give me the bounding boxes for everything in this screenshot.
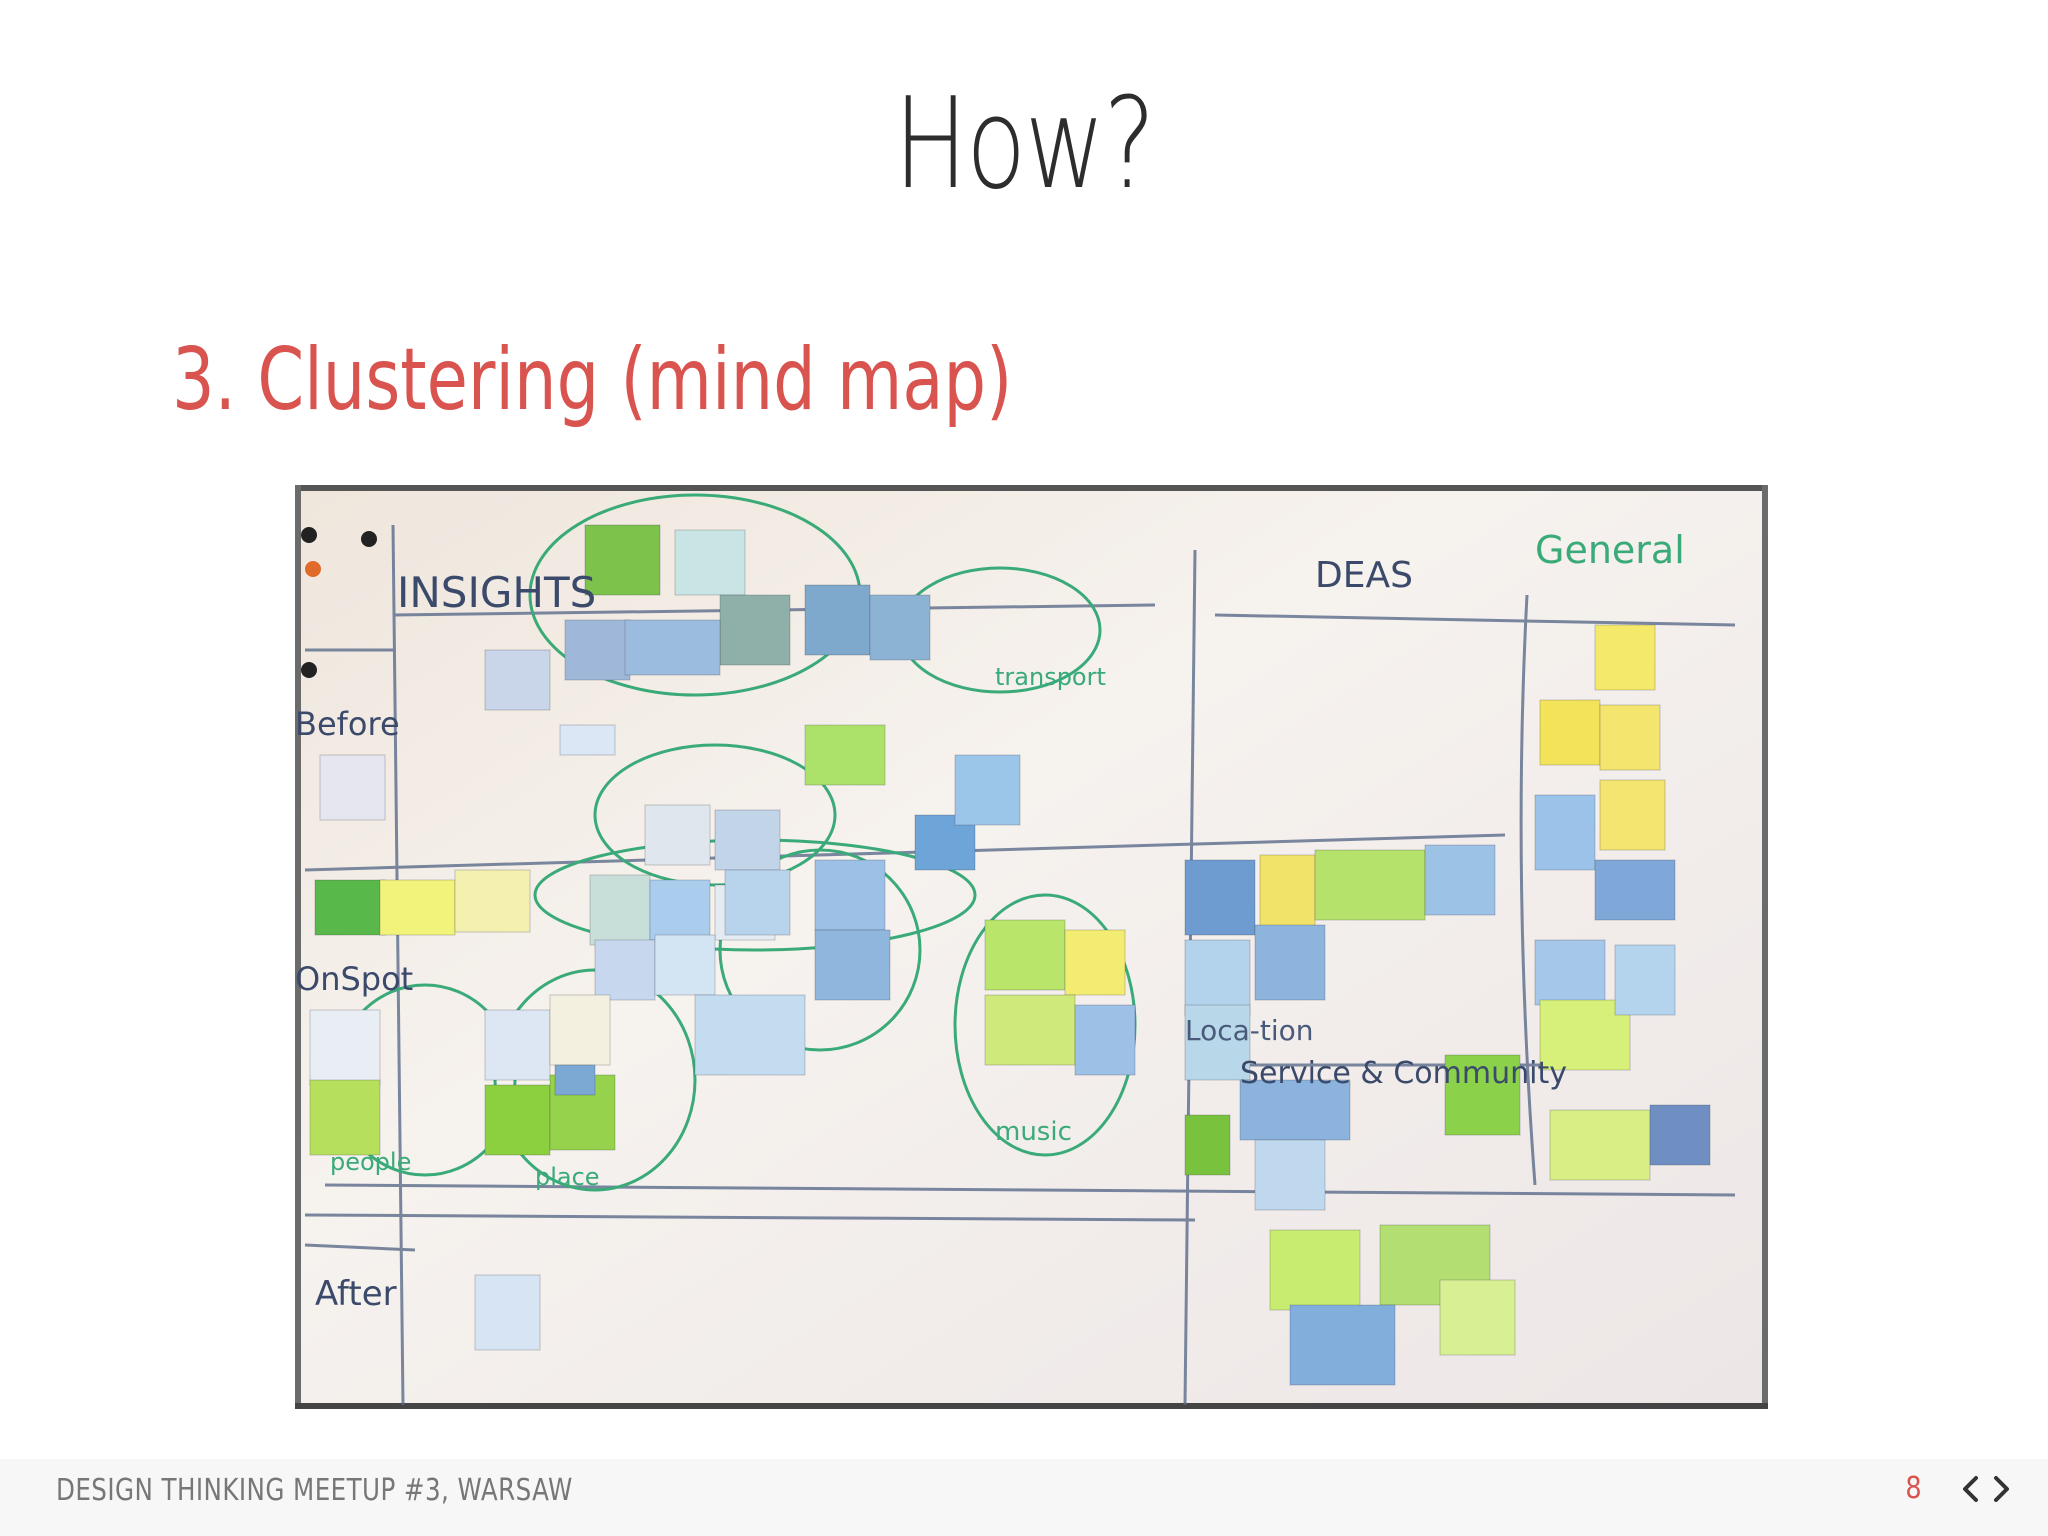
chevron-left-icon[interactable] bbox=[1956, 1469, 1984, 1509]
chevron-right-icon[interactable] bbox=[1988, 1469, 2016, 1509]
label-people: people bbox=[330, 1148, 411, 1176]
slide-footer: DESIGN THINKING MEETUP #3, WARSAW 8 bbox=[0, 1459, 2048, 1536]
label-onspot: OnSpot bbox=[295, 960, 413, 998]
label-location: Loca-tion bbox=[1185, 1014, 1314, 1047]
label-before: Before bbox=[295, 705, 400, 743]
label-insights: INSIGHTS bbox=[397, 568, 596, 617]
label-music: music bbox=[995, 1117, 1072, 1147]
slide-subtitle: 3. Clustering (mind map) bbox=[172, 330, 1013, 430]
footer-title: DESIGN THINKING MEETUP #3, WARSAW bbox=[56, 1473, 573, 1508]
page-number: 8 bbox=[1905, 1471, 1922, 1506]
label-place: place bbox=[535, 1163, 600, 1191]
label-ideas: DEAS bbox=[1315, 555, 1413, 596]
whiteboard-photo: INSIGHTS DEAS Before OnSpot After Loca-t… bbox=[295, 485, 1768, 1409]
label-after: After bbox=[315, 1274, 397, 1314]
slide-title: How? bbox=[893, 70, 1156, 217]
label-service-community: Service & Community bbox=[1240, 1056, 1567, 1091]
label-general: General bbox=[1535, 528, 1685, 572]
label-transport: transport bbox=[995, 663, 1106, 691]
